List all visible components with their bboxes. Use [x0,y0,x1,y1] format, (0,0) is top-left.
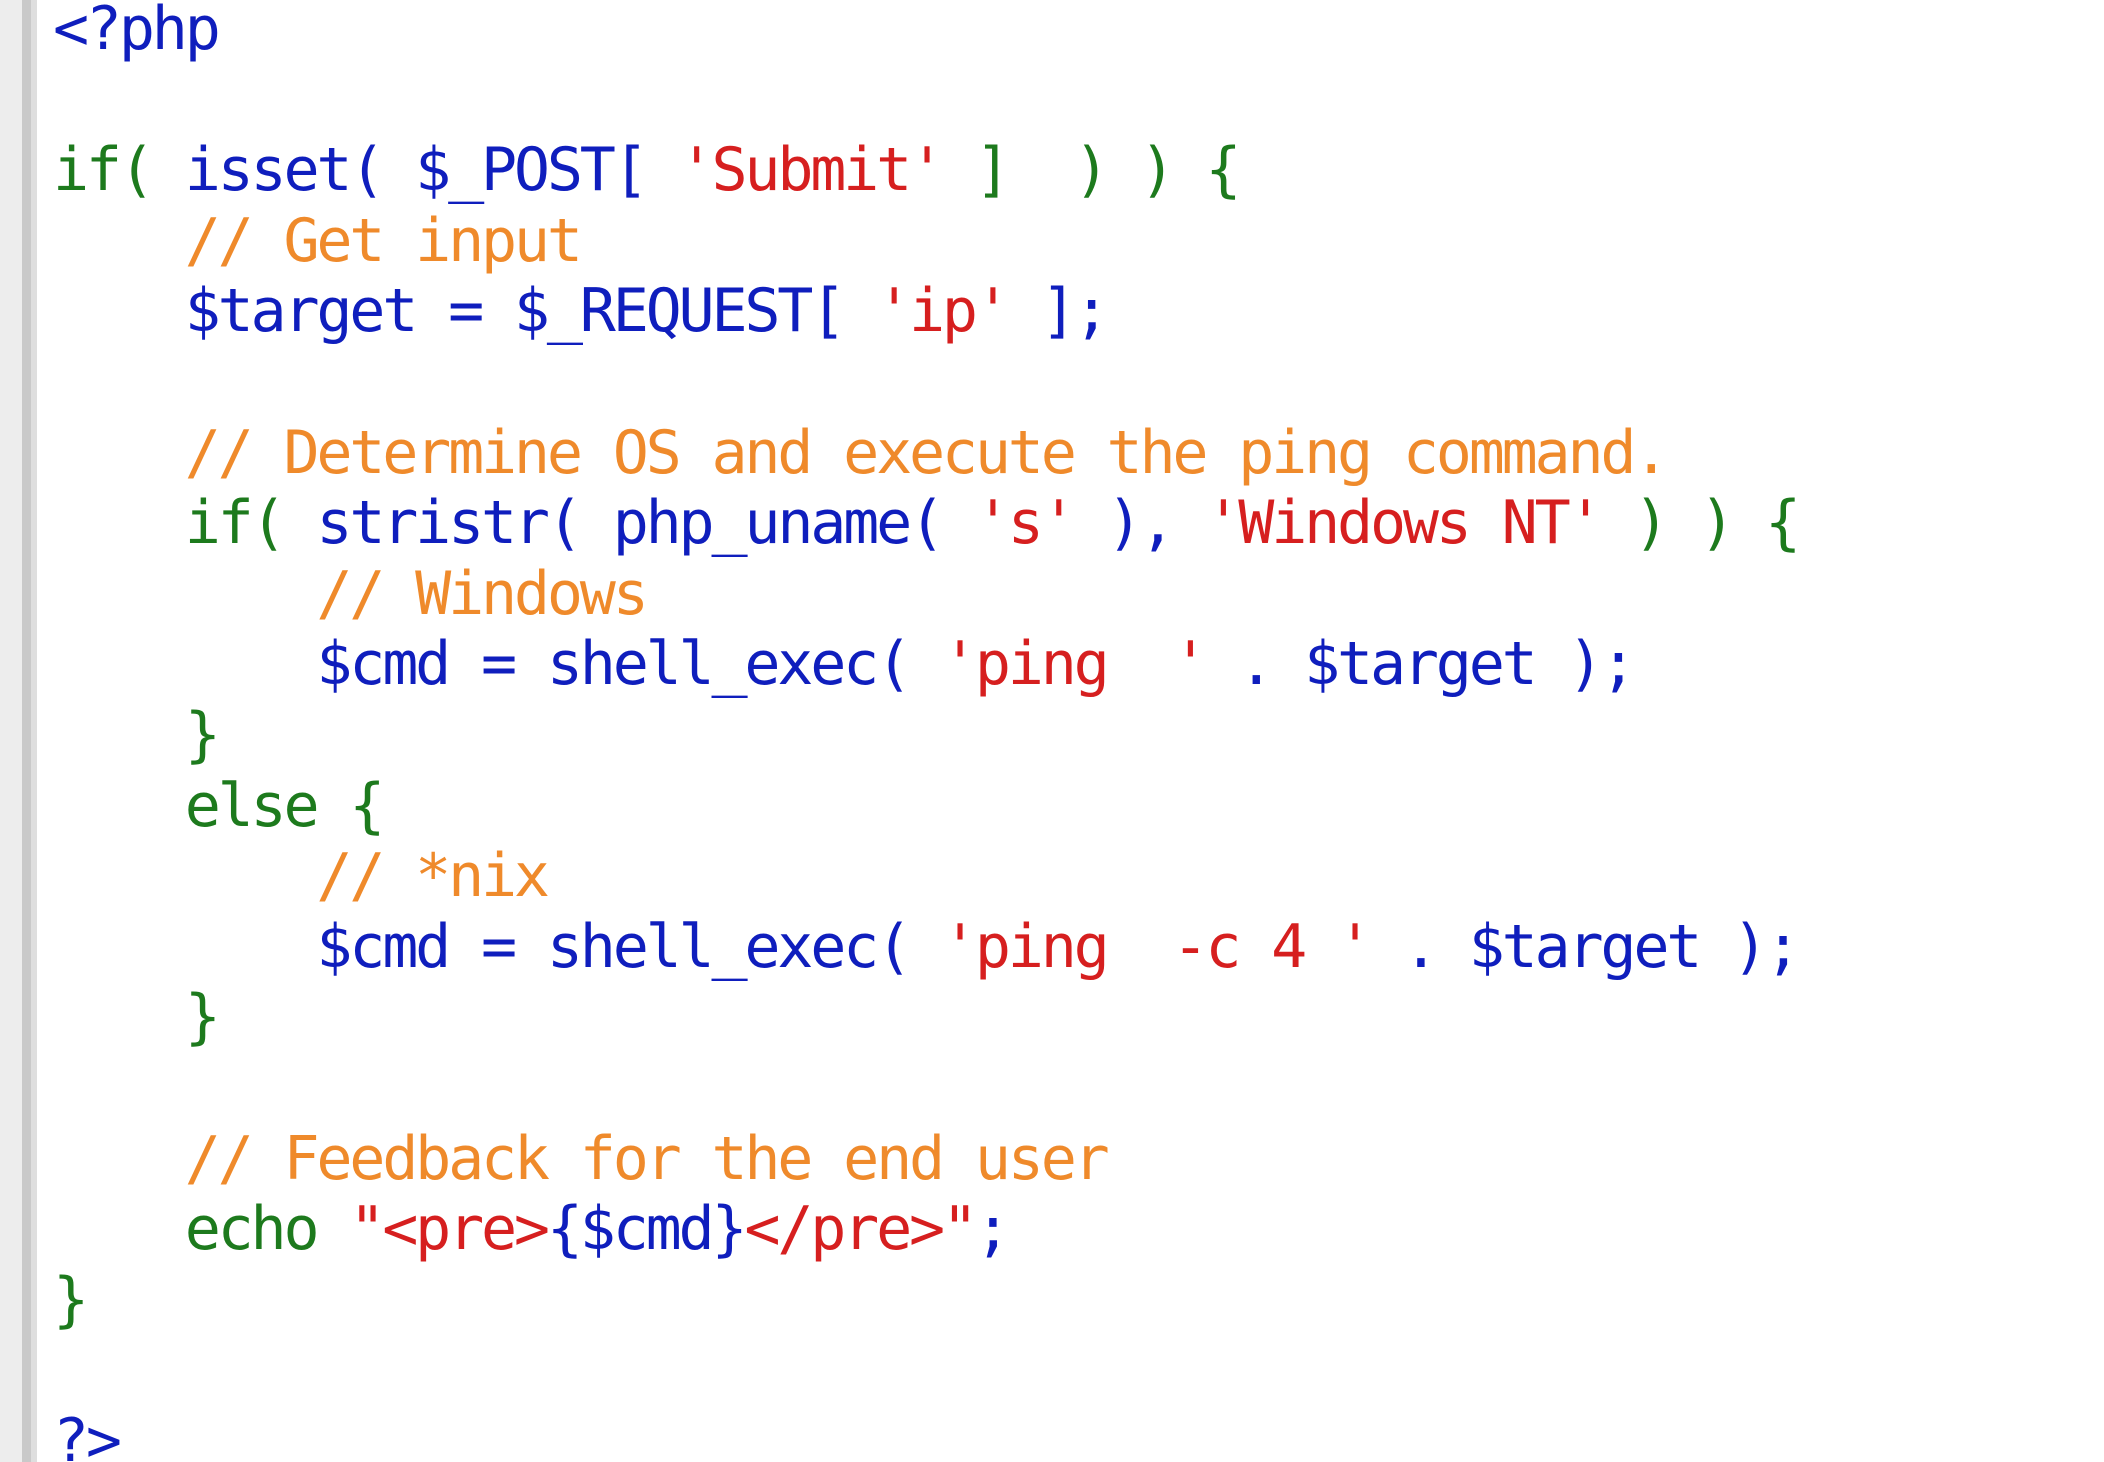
code-line [53,1335,1798,1406]
code-token: 'ping ' [941,629,1209,700]
code-line: // Windows [53,559,1798,630]
code-line: // Determine OS and execute the ping com… [53,418,1798,489]
gutter-shadow [31,0,37,1462]
code-line [53,347,1798,418]
code-token: 'Submit' [678,135,946,206]
code-token: ) ) { [1600,488,1801,559]
code-token: // Get input [53,205,583,276]
code-token: echo [53,1194,350,1265]
code-line: } [53,982,1798,1053]
code-token: // Feedback for the end user [53,1123,1110,1194]
code-line: else { [53,771,1798,842]
code-line: } [53,1265,1798,1336]
code-token: else { [53,770,386,841]
code-token: 'ip' [876,276,1011,347]
code-token: $cmd = shell_exec( [53,911,942,982]
code-token: } [53,1264,89,1335]
code-token: 's' [974,488,1077,559]
code-token: if( [53,135,185,206]
code-line [53,65,1798,136]
code-line: $cmd = shell_exec( 'ping ' . $target ); [53,629,1798,700]
code-token: if( [53,488,317,559]
code-token: ; [974,1194,1011,1265]
code-token: "<pre> [349,1194,550,1265]
code-token: {$cmd} [546,1194,748,1265]
code-line: // *nix [53,841,1798,912]
code-line: $target = $_REQUEST[ 'ip' ]; [53,276,1798,347]
code-token: 'Windows NT' [1205,488,1603,559]
code-token: isset( $_POST[ [184,135,679,206]
code-token: $cmd = shell_exec( [53,629,942,700]
code-token: ?> [53,1405,122,1462]
code-token: // Determine OS and execute the ping com… [53,417,1670,488]
code-token: <?php [53,0,221,64]
code-token: </pre>" [744,1194,978,1265]
code-line: if( stristr( php_uname( 's' ), 'Windows … [53,488,1801,559]
code-line: if( isset( $_POST[ 'Submit' ] ) ) { [53,135,1798,206]
code-line [53,1053,1798,1124]
code-token: // *nix [53,841,550,912]
code-token: } [53,699,221,770]
code-token: ), [1073,488,1206,559]
code-token: 'ping -c 4 ' [941,911,1373,982]
code-token: // Windows [53,558,648,629]
code-line: ?> [53,1406,1798,1462]
code-token: } [53,982,221,1053]
code-token: . $target ); [1369,911,1801,982]
code-line: } [53,700,1798,771]
php-source-code[interactable]: <?php if( isset( $_POST[ 'Submit' ] ) ) … [53,0,1801,1462]
code-line: // Get input [53,206,1798,277]
code-token: . $target ); [1205,629,1636,700]
code-line: $cmd = shell_exec( 'ping -c 4 ' . $targe… [53,911,1801,983]
code-line: // Feedback for the end user [53,1124,1798,1195]
code-token: $target = $_REQUEST[ [53,276,877,347]
code-token: ] ) ) { [941,135,1242,206]
code-line: <?php [53,0,1798,65]
code-line: echo "<pre>{$cmd}</pre>"; [53,1194,1798,1265]
gutter-divider [22,0,31,1462]
code-token: ]; [1007,276,1110,347]
code-token: stristr( php_uname( [316,488,975,559]
